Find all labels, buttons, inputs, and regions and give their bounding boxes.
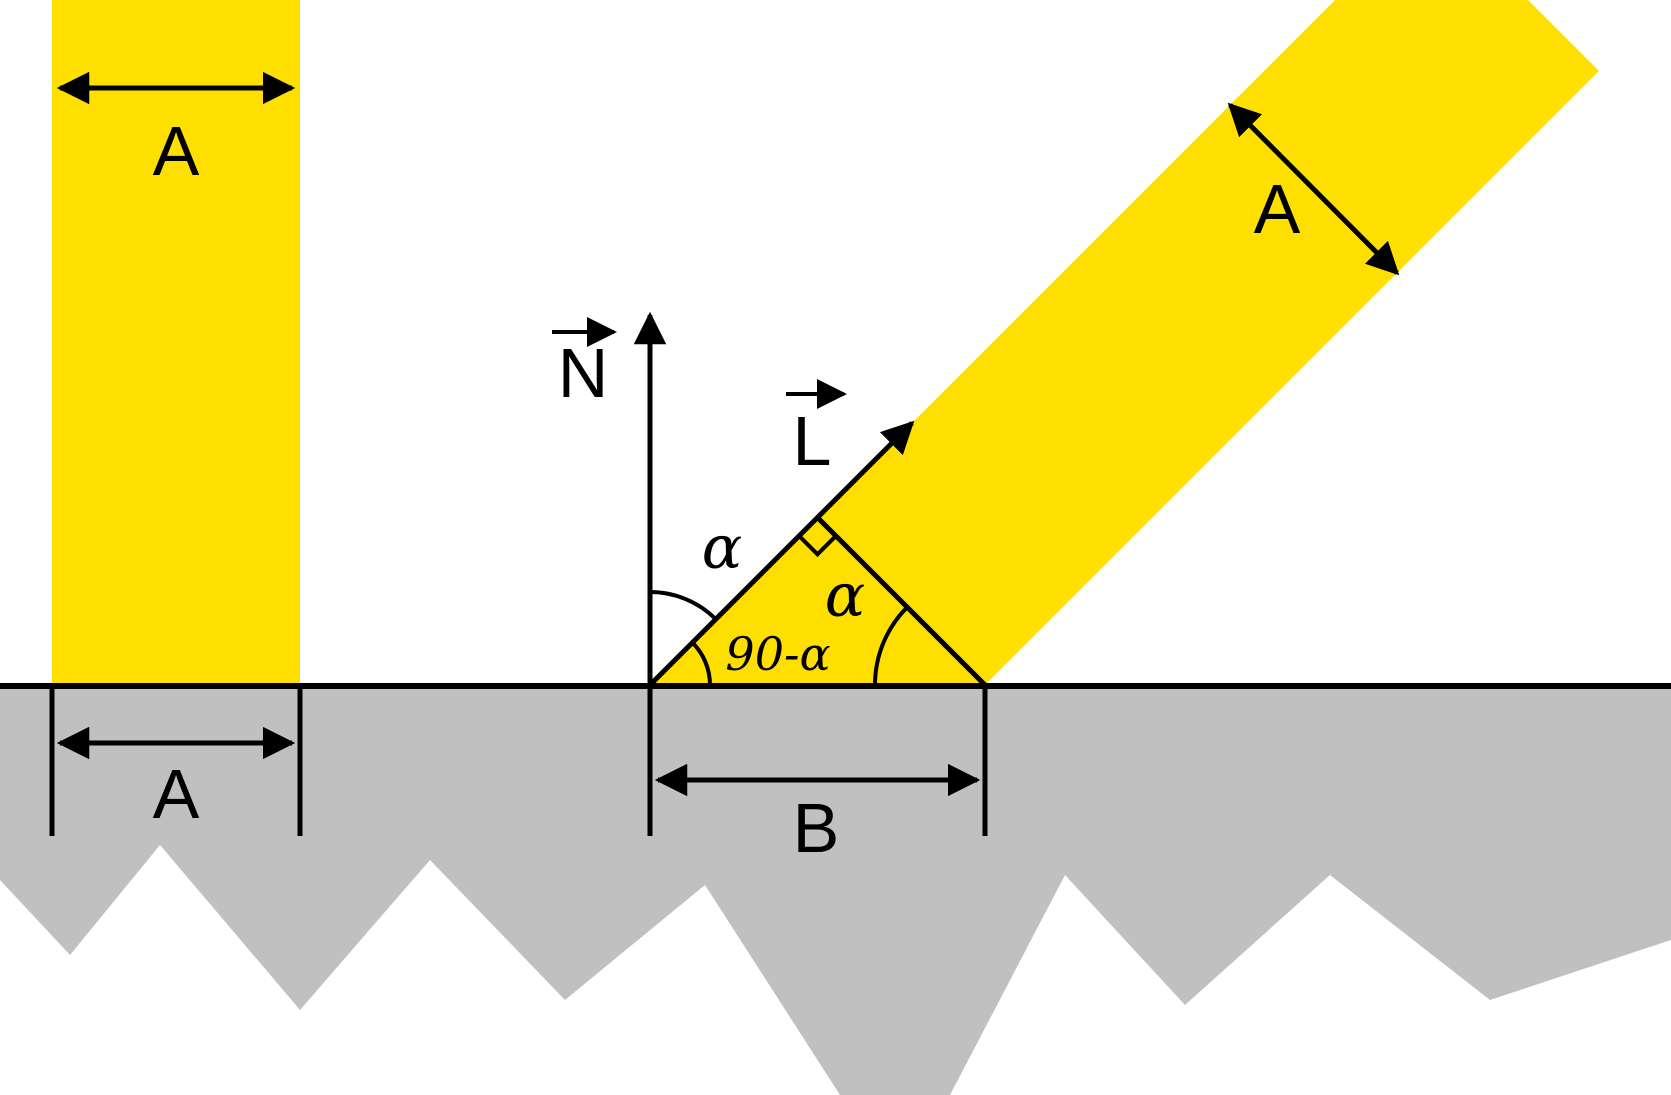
right-angle-marker: [797, 534, 838, 558]
span-b-label: B: [793, 789, 840, 867]
slanted-beam-width-arrow: [1227, 102, 1400, 276]
angle-arc-alpha-base: [873, 605, 909, 686]
vertical-beam: [52, 0, 300, 685]
vertical-beam-width-label: A: [153, 112, 200, 190]
slanted-beam-width-label: A: [1254, 170, 1301, 248]
ground-region: [0, 685, 1671, 1095]
angle-arc-alpha-normal: [649, 589, 718, 621]
beam-foot-perpendicular-line: [815, 515, 987, 687]
light-vector-label: L: [793, 402, 832, 480]
angle-arc-90-minus-alpha: [690, 641, 712, 686]
normal-vector-label: N: [558, 334, 609, 412]
angle-alpha-normal-label: α: [702, 513, 743, 583]
angle-90-minus-alpha-label: 90-α: [725, 627, 830, 681]
ground-width-left-label: A: [153, 755, 200, 833]
slanted-beam: [650, 0, 1599, 685]
angle-alpha-base-label: α: [825, 561, 866, 631]
